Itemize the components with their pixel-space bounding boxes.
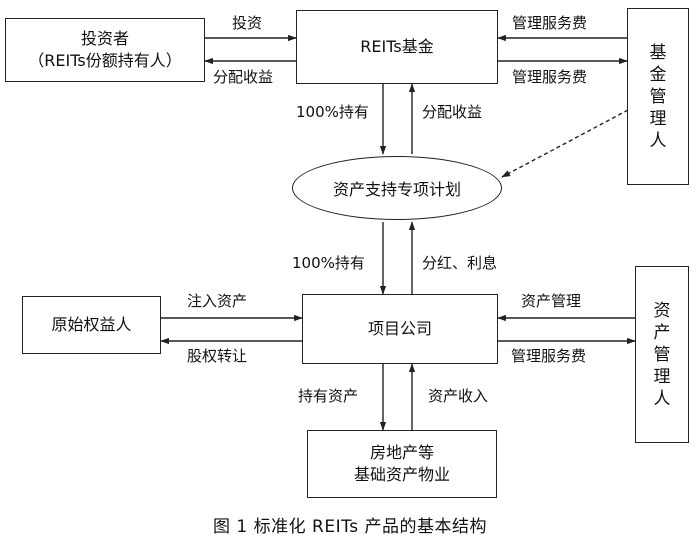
investor-box: 投资者 （REITs份额持有人）	[5, 18, 205, 82]
label-mgmt-fee-top: 管理服务费	[512, 14, 588, 32]
fund-manager-box: 基 金 管 理 人	[627, 8, 689, 185]
abs-plan-ellipse: 资产支持专项计划	[292, 156, 502, 220]
fund-manager-char: 基	[649, 42, 667, 63]
property-box: 房地产等 基础资产物业	[307, 430, 497, 498]
investor-sublabel: （REITs份额持有人）	[28, 51, 182, 70]
property-sublabel: 基础资产物业	[353, 465, 450, 484]
investor-label: 投资者	[80, 29, 129, 48]
label-plan-dividend: 分配收益	[422, 103, 483, 121]
label-invest: 投资	[232, 14, 263, 32]
label-inject-assets: 注入资产	[187, 292, 248, 310]
label-fund-dividend: 分配收益	[213, 68, 274, 86]
project-company-label: 项目公司	[367, 319, 432, 338]
label-asset-management: 资产管理	[521, 292, 582, 310]
label-fund-holds-plan: 100%持有	[296, 103, 369, 121]
asset-manager-char: 人	[653, 388, 671, 409]
fund-manager-char: 人	[649, 130, 667, 151]
fund-manager-char: 管	[649, 86, 667, 107]
label-asset-income: 资产收入	[428, 387, 489, 405]
abs-plan-label: 资产支持专项计划	[332, 180, 461, 199]
originator-box: 原始权益人	[22, 296, 161, 354]
label-mgmt-fee-bottom: 管理服务费	[512, 68, 588, 86]
label-hold-assets: 持有资产	[298, 387, 359, 405]
project-company-box: 项目公司	[302, 294, 498, 364]
figure-caption: 图 1 标准化 REITs 产品的基本结构	[213, 517, 487, 537]
label-company-dividend: 分红、利息	[422, 254, 498, 272]
asset-manager-char: 理	[653, 366, 671, 387]
asset-manager-char: 资	[653, 300, 671, 321]
reits-fund-box: REITs基金	[296, 10, 498, 84]
property-label: 房地产等	[369, 443, 434, 462]
label-plan-holds-company: 100%持有	[292, 254, 365, 272]
reits-fund-label: REITs基金	[360, 37, 434, 56]
fund-manager-char: 金	[649, 64, 667, 85]
label-equity-transfer: 股权转让	[187, 347, 248, 365]
asset-manager-char: 管	[653, 344, 671, 365]
fund-manager-char: 理	[649, 108, 667, 129]
originator-label: 原始权益人	[51, 315, 132, 334]
label-company-mgmt-fee: 管理服务费	[511, 347, 587, 365]
asset-manager-char: 产	[653, 322, 671, 343]
dashed-manager-to-plan	[501, 109, 629, 178]
asset-manager-box: 资 产 管 理 人	[635, 266, 689, 443]
